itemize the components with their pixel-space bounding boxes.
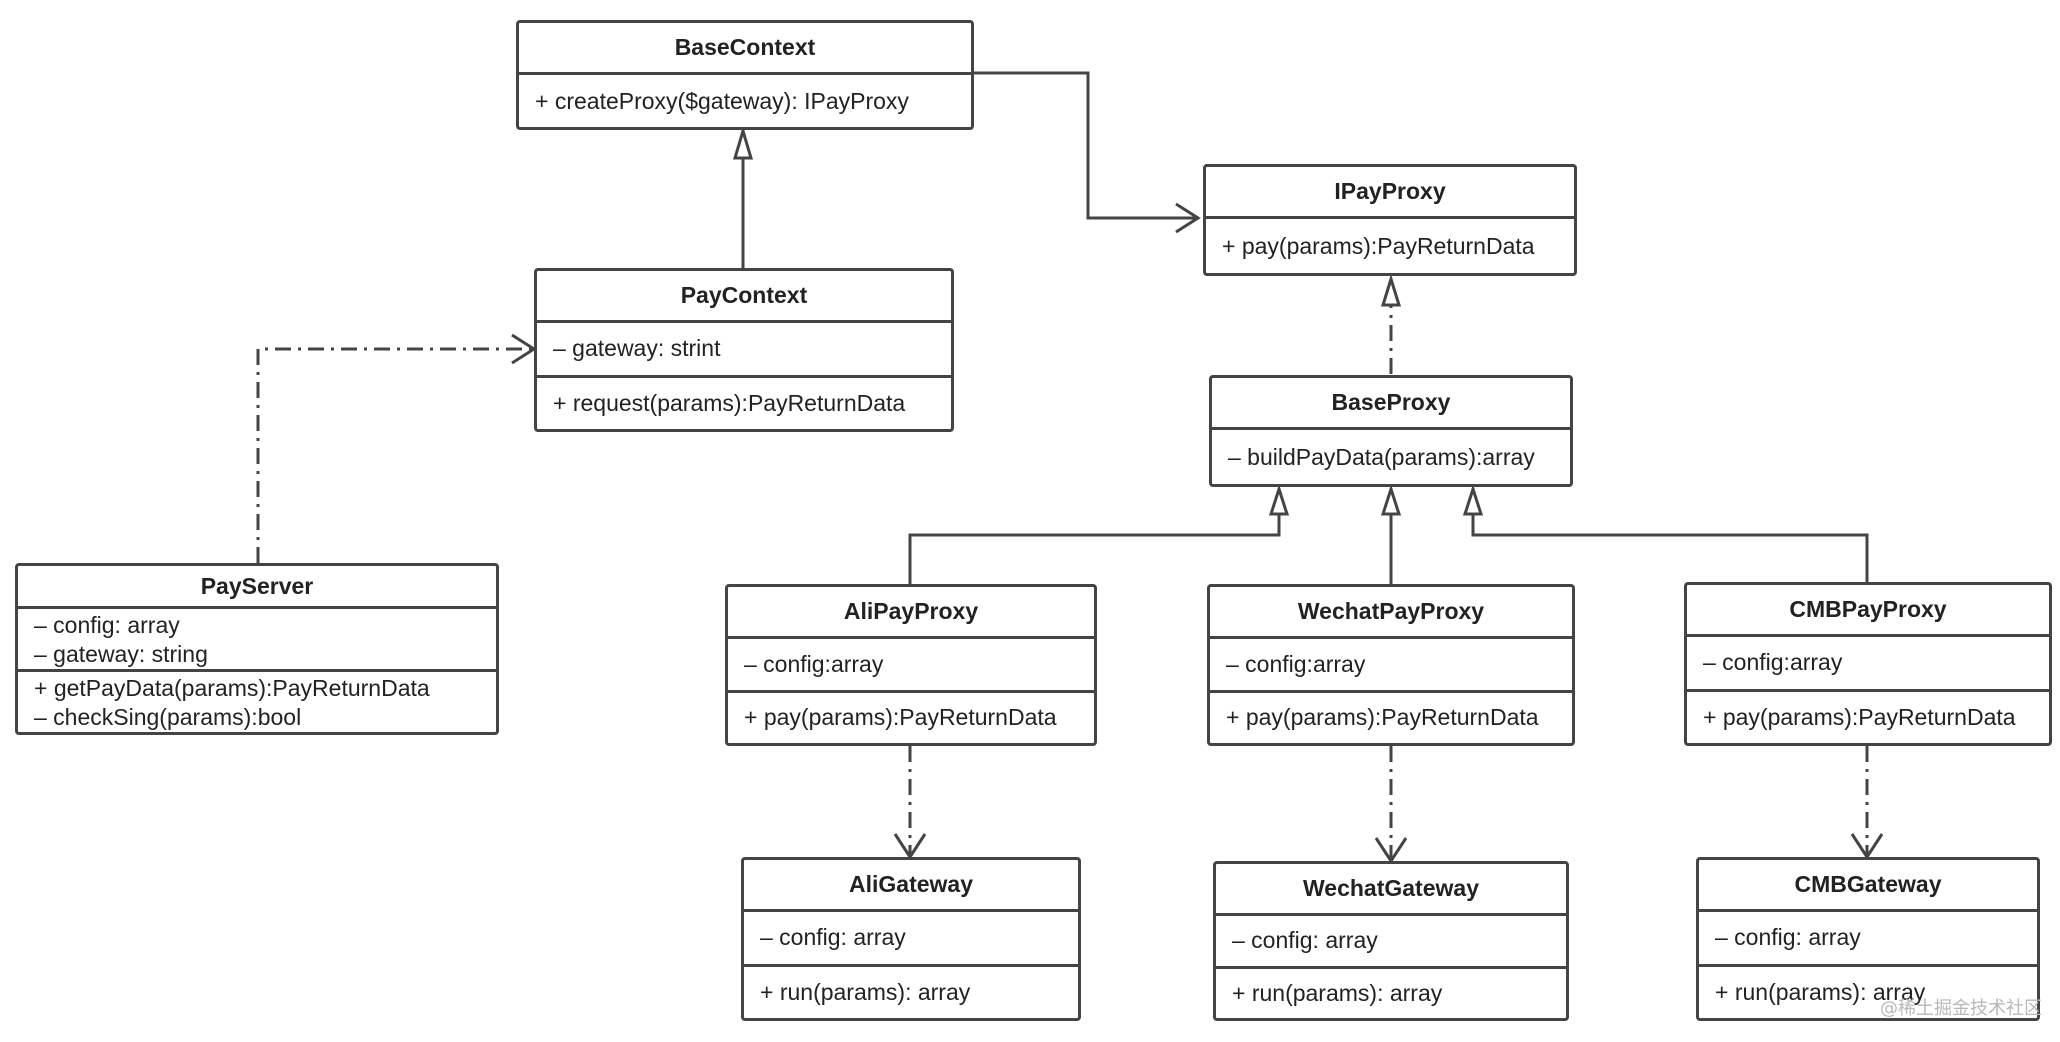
class-cmbgateway[interactable]: CMBGateway – config: array + run(params)… (1696, 857, 2040, 1021)
attributes-section: – config:array (1687, 637, 2049, 689)
hollow-triangle-basecontext (732, 125, 754, 160)
methods-section: + pay(params):PayReturnData (1687, 688, 2049, 744)
open-arrowhead-aligateway (893, 833, 927, 860)
hollow-triangle-baseproxy-right (1462, 484, 1484, 516)
attribute: – config:array (744, 650, 884, 677)
class-cmbpayproxy[interactable]: CMBPayProxy – config:array + pay(params)… (1684, 582, 2052, 746)
class-name: PayContext (537, 271, 951, 323)
methods-section: + run(params): array (744, 963, 1078, 1019)
class-wechatgateway[interactable]: WechatGateway – config: array + run(para… (1213, 861, 1569, 1021)
hollow-triangle-ipayproxy (1380, 273, 1402, 307)
attribute: – config:array (1226, 650, 1366, 677)
attributes-section: – config:array (1210, 639, 1572, 690)
attribute: – config: array (1232, 927, 1378, 954)
method: + run(params): array (760, 978, 971, 1005)
watermark: @稀土掘金技术社区 (1880, 998, 2042, 1019)
attributes-section: – gateway: strint (537, 323, 951, 375)
class-name: AliPayProxy (728, 587, 1094, 639)
open-arrowhead-paycontext (511, 333, 537, 365)
class-name: IPayProxy (1206, 167, 1574, 219)
attributes-section: – config: array (1216, 916, 1566, 966)
generalization-alipayproxy-baseproxy (908, 489, 1281, 584)
class-paycontext[interactable]: PayContext – gateway: strint + request(p… (534, 268, 954, 432)
methods-section: + createProxy($gateway): IPayProxy (519, 75, 971, 127)
attributes-section: – config: array (744, 912, 1078, 964)
methods-section: + run(params): array (1216, 965, 1566, 1019)
class-name: AliGateway (744, 860, 1078, 912)
dependency-payserver-paycontext (256, 347, 532, 563)
method: + pay(params):PayReturnData (1703, 703, 2016, 730)
association-basecontext-ipayproxy (972, 71, 1195, 220)
method: + createProxy($gateway): IPayProxy (535, 87, 909, 114)
attribute: – gateway: strint (553, 335, 721, 362)
attribute: – config: array (34, 612, 180, 638)
class-name: CMBGateway (1699, 860, 2037, 912)
class-aligateway[interactable]: AliGateway – config: array + run(params)… (741, 857, 1081, 1021)
class-name: BaseContext (519, 23, 971, 75)
method: + pay(params):PayReturnData (1222, 232, 1535, 259)
class-name: CMBPayProxy (1687, 585, 2049, 637)
class-name: PayServer (18, 566, 496, 609)
method: + request(params):PayReturnData (553, 389, 906, 416)
class-name: WechatGateway (1216, 864, 1566, 916)
hollow-triangle-baseproxy-center (1380, 484, 1402, 516)
methods-section: + pay(params):PayReturnData (1206, 219, 1574, 273)
class-alipayproxy[interactable]: AliPayProxy – config:array + pay(params)… (725, 584, 1097, 746)
attribute: – gateway: string (34, 641, 208, 667)
method: + pay(params):PayReturnData (1226, 704, 1539, 731)
methods-section: + request(params):PayReturnData (537, 374, 951, 430)
open-arrowhead-ipayproxy (1175, 202, 1201, 234)
method: + pay(params):PayReturnData (744, 704, 1057, 731)
hollow-triangle-baseproxy-left (1268, 484, 1290, 516)
method: + getPayData(params):PayReturnData (34, 675, 430, 701)
methods-section: + getPayData(params):PayReturnData – che… (18, 669, 496, 732)
method: – checkSing(params):bool (34, 704, 302, 730)
attributes-section: – config: array – gateway: string (18, 609, 496, 669)
class-name: WechatPayProxy (1210, 587, 1572, 639)
open-arrowhead-wechatgateway (1374, 837, 1408, 864)
attributes-section: – config:array (728, 639, 1094, 690)
class-baseproxy[interactable]: BaseProxy – buildPayData(params):array (1209, 375, 1573, 487)
method: + run(params): array (1232, 979, 1443, 1006)
attribute: – config: array (760, 924, 906, 951)
class-basecontext[interactable]: BaseContext + createProxy($gateway): IPa… (516, 20, 974, 130)
open-arrowhead-cmbgateway (1850, 833, 1884, 860)
methods-section: + run(params): array (1699, 963, 2037, 1019)
class-payserver[interactable]: PayServer – config: array – gateway: str… (15, 563, 499, 735)
class-name: BaseProxy (1212, 378, 1570, 430)
methods-section: – buildPayData(params):array (1212, 430, 1570, 484)
methods-section: + pay(params):PayReturnData (728, 689, 1094, 744)
methods-section: + pay(params):PayReturnData (1210, 689, 1572, 744)
class-wechatpayproxy[interactable]: WechatPayProxy – config:array + pay(para… (1207, 584, 1575, 746)
attribute: – config:array (1703, 649, 1843, 676)
attributes-section: – config: array (1699, 912, 2037, 964)
attribute: – config: array (1715, 924, 1861, 951)
generalization-cmbpayproxy-baseproxy (1471, 489, 1869, 584)
method: + run(params): array (1715, 978, 1926, 1005)
method: – buildPayData(params):array (1228, 443, 1535, 470)
class-ipayproxy[interactable]: IPayProxy + pay(params):PayReturnData (1203, 164, 1577, 276)
